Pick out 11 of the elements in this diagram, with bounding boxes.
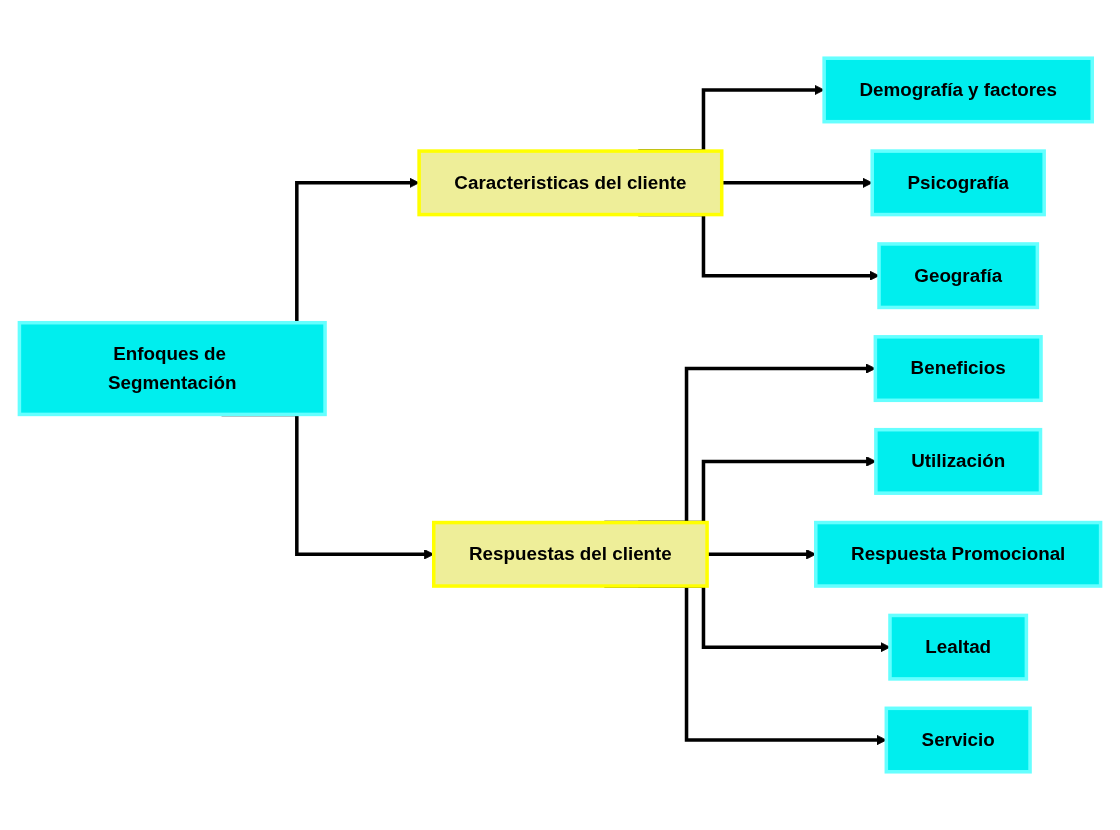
node-box: Servicio (884, 706, 1032, 774)
node-box: Geografía (877, 242, 1040, 310)
node-box: Psicografía (870, 149, 1046, 217)
node-box: Enfoques de Segmentación (17, 320, 327, 417)
node-box: Beneficios (873, 335, 1043, 403)
node-box: Lealtad (888, 613, 1029, 681)
node-box: Caracteristicas del cliente (417, 149, 724, 217)
node-box: Utilización (874, 427, 1043, 495)
node-box: Demografía y factores (822, 56, 1094, 124)
node-box: Respuesta Promocional (814, 520, 1103, 588)
node-box: Respuestas del cliente (432, 520, 709, 588)
